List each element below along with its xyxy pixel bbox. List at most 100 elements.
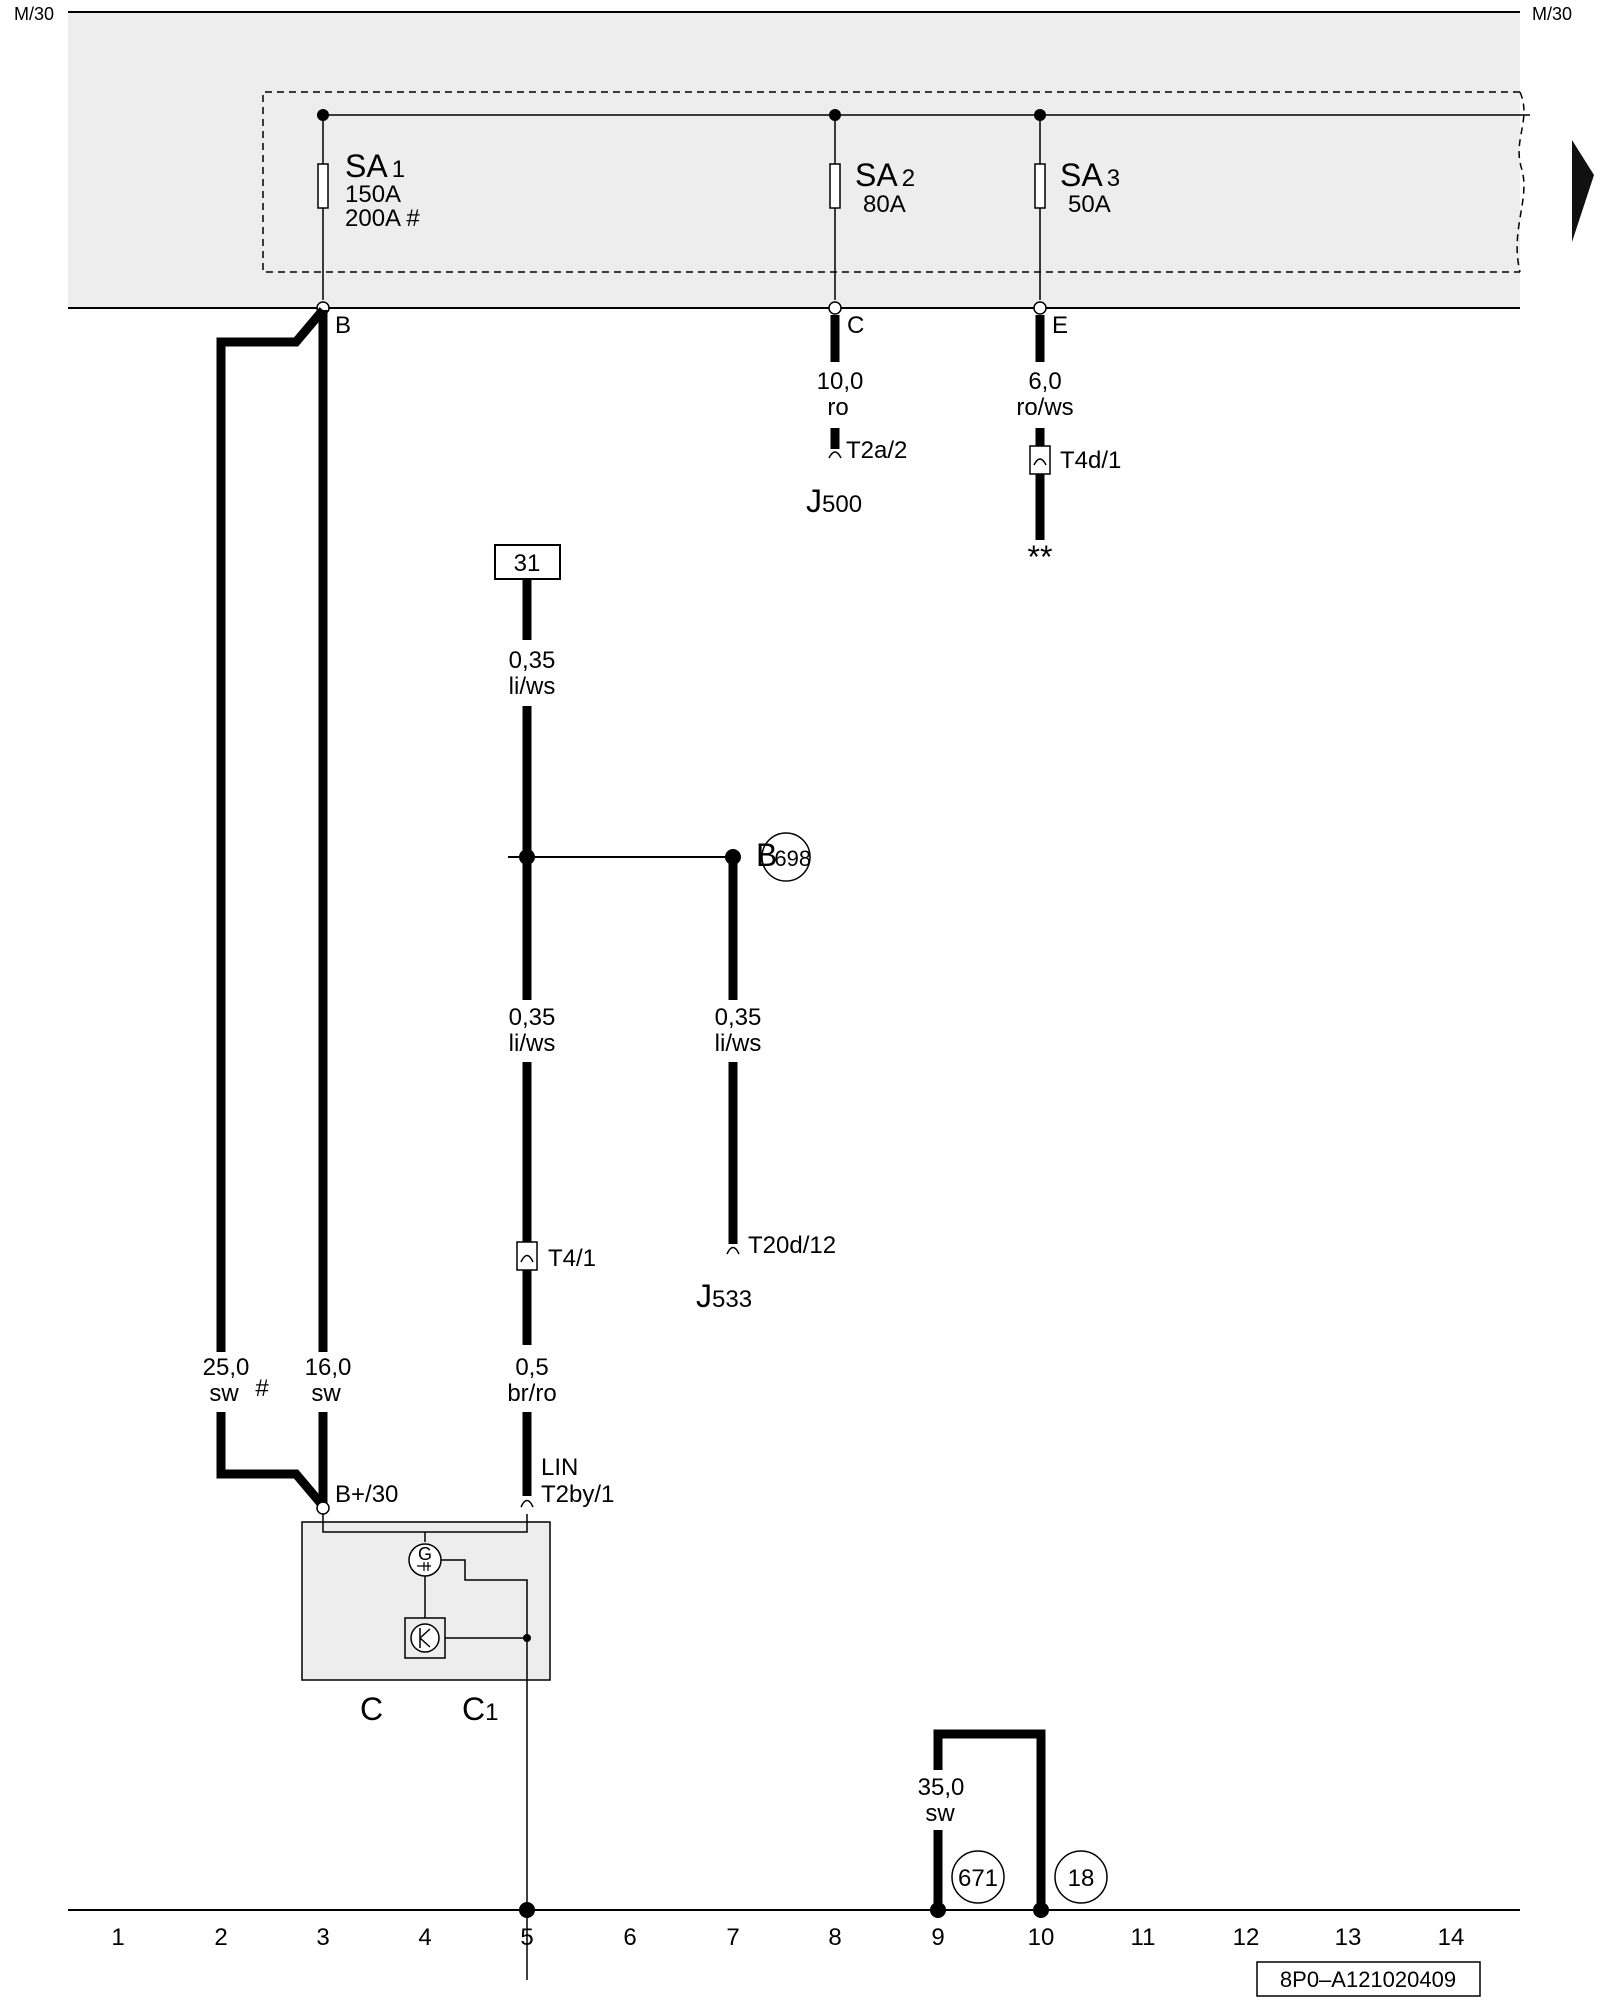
grid-number: 10 [1028, 1924, 1055, 1951]
ground-reference: 31 [514, 550, 541, 577]
component-j533: J533 [696, 1278, 752, 1314]
connector-label: T20d/12 [748, 1232, 836, 1259]
wire-color: li/ws [509, 673, 556, 700]
ground-31-circuit: 31 0,35 li/ws 0,35 li/ws T4/1 0,5 br/ro … [494, 544, 733, 1508]
wire-e: 6,0 ro/ws T4d/1 ** [1016, 315, 1121, 575]
terminal-label: E [1052, 312, 1068, 339]
ground-point-label: B698 [756, 837, 811, 873]
transistor-icon [419, 1628, 431, 1648]
wire-size: 16,0 [305, 1354, 352, 1381]
wire-size: 35,0 [918, 1774, 965, 1801]
label-mask [300, 1352, 360, 1412]
grid-number: 6 [623, 1924, 636, 1951]
wire-size: 6,0 [1028, 368, 1061, 395]
wire-color: ro/ws [1016, 394, 1073, 421]
connector-pin-icon [520, 1499, 534, 1508]
grid-number: 4 [418, 1924, 431, 1951]
variant-mark: # [255, 1375, 269, 1402]
connector-label: T2by/1 [541, 1481, 614, 1508]
junction-node [523, 1634, 531, 1642]
grid-number: 12 [1233, 1924, 1260, 1951]
wire-size: 0,35 [509, 647, 556, 674]
ground-reference-box [494, 544, 561, 580]
fuse-box-outline [262, 91, 1520, 273]
fuse-symbol [1034, 163, 1046, 209]
fuse-rating-alt: 200A # [345, 205, 420, 232]
rectifier-diode-icon [417, 1562, 431, 1571]
label-mask [190, 1352, 280, 1412]
connector-pin-icon [520, 1254, 534, 1263]
grid-number: 9 [931, 1924, 944, 1951]
wire-size: 10,0 [817, 368, 864, 395]
ground-point-b698 [761, 832, 811, 882]
terminal-pin [1033, 301, 1047, 315]
ground-node [1033, 1902, 1049, 1918]
regulator-icon [410, 1623, 440, 1653]
wire-color: br/ro [507, 1380, 556, 1407]
ground-strap: 35,0 sw 671 18 [906, 1729, 1108, 1908]
continuation-note: ** [1028, 539, 1053, 575]
fuse-symbol [829, 163, 841, 209]
branch-to-j533: B698 0,35 li/ws T20d/12 J533 [696, 832, 836, 1314]
grid-number: 3 [316, 1924, 329, 1951]
continuation-arrow-icon [1572, 140, 1594, 242]
connector-label: T4d/1 [1060, 447, 1121, 474]
alternator: G C C1 [301, 1514, 551, 1980]
generator-symbol: G [418, 1544, 432, 1564]
ground-point-label: 671 [958, 1865, 998, 1892]
wire-size: 0,5 [515, 1354, 548, 1381]
fuse-rating: 80A [863, 191, 906, 218]
fuse-carrier-area [68, 12, 1520, 308]
fuse-rating: 150A [345, 181, 401, 208]
wire-color: sw [209, 1380, 239, 1407]
ground-point-671 [951, 1850, 1005, 1904]
top-right-label: M/30 [1532, 4, 1572, 24]
terminal-label: B [335, 312, 351, 339]
battery-cables: 25,0 sw # 16,0 sw B+/30 [190, 307, 398, 1515]
wire-c-to-j500: 10,0 ro T2a/2 J500 [806, 315, 907, 519]
internal-wiring [441, 1559, 528, 1980]
connector-label: T2a/2 [846, 437, 907, 464]
wire-size: 0,35 [509, 1004, 556, 1031]
cable-alternative [216, 307, 327, 1509]
component-j500: J500 [806, 483, 862, 519]
fuse-rating: 50A [1068, 191, 1111, 218]
junction-node [519, 849, 535, 865]
grid-number: 5 [520, 1924, 533, 1951]
wire-size: 0,35 [715, 1004, 762, 1031]
grid-number: 2 [214, 1924, 227, 1951]
connector-housing-icon [1029, 445, 1051, 475]
terminal-pin [316, 1501, 330, 1515]
wire-size: 25,0 [203, 1354, 250, 1381]
fuse-symbol [317, 163, 329, 209]
label-mask [906, 1770, 966, 1830]
ground-point-18 [1054, 1850, 1108, 1904]
grid-number: 14 [1438, 1924, 1465, 1951]
connector-pin-icon [726, 1246, 740, 1255]
footer-code-box [1256, 1961, 1481, 1997]
ground-node [930, 1902, 946, 1918]
wire-color: li/ws [715, 1030, 762, 1057]
regulator-label: C1 [462, 1691, 498, 1727]
terminal-label: B+/30 [335, 1481, 398, 1508]
fuse-box-break-line [1516, 91, 1525, 273]
connector-pin-icon [1033, 458, 1047, 466]
ground-node [519, 1902, 535, 1918]
grid-number: 7 [726, 1924, 739, 1951]
top-left-label: M/30 [14, 4, 54, 24]
connector-label: T4/1 [548, 1245, 596, 1272]
grid-number: 1 [111, 1924, 124, 1951]
wire-color: sw [925, 1800, 955, 1827]
wire-color: sw [311, 1380, 341, 1407]
footer-code: 8P0–A121020409 [1280, 1967, 1456, 1992]
ground-point-label: 18 [1068, 1865, 1095, 1892]
wire-color: li/ws [509, 1030, 556, 1057]
alternator-label: C [360, 1691, 383, 1727]
